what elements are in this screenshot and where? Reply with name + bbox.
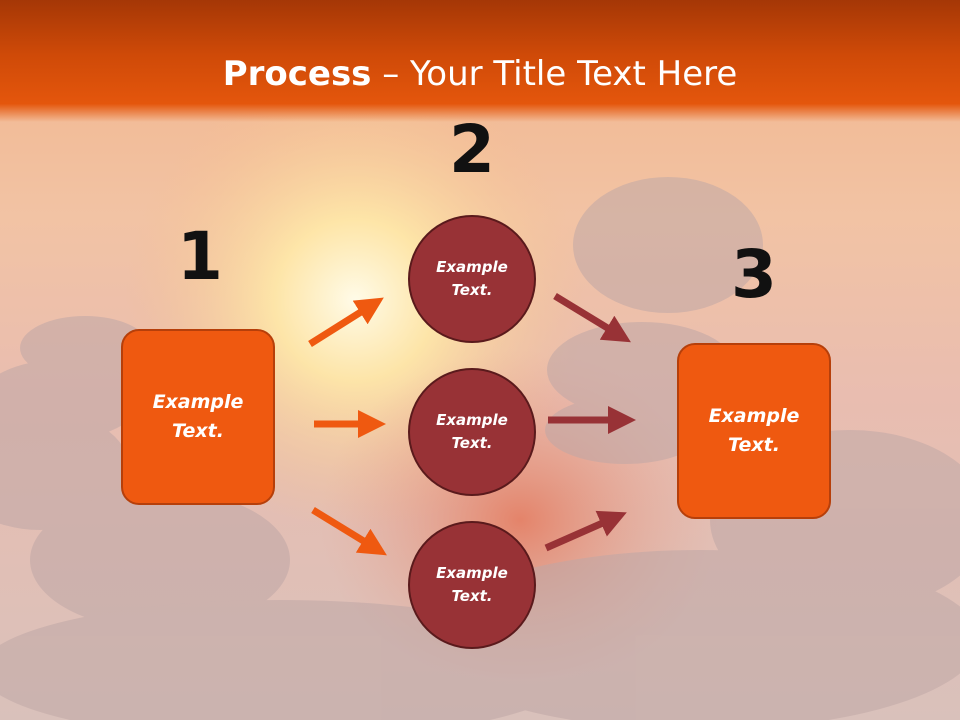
- step-2-top-label: Example Text.: [436, 258, 508, 299]
- step-2-circle-bottom[interactable]: Example Text.: [408, 521, 536, 649]
- arrow-top-to-3: [553, 293, 631, 343]
- arrow-1-to-bottom: [311, 507, 387, 556]
- step-3-label: Example Text.: [708, 405, 800, 456]
- step-1-label: Example Text.: [152, 391, 244, 442]
- arrow-bottom-to-3: [544, 510, 627, 552]
- step-2-middle-label: Example Text.: [436, 411, 508, 452]
- step-3-box[interactable]: Example Text.: [677, 343, 831, 519]
- step-2-bottom-label: Example Text.: [436, 564, 508, 605]
- title-bold: Process: [222, 54, 372, 94]
- title-bar: [0, 0, 960, 122]
- step-2-circle-middle[interactable]: Example Text.: [408, 368, 536, 496]
- title-rest: – Your Title Text Here: [371, 54, 738, 94]
- step-number-1: 1: [177, 218, 223, 295]
- step-1-box[interactable]: Example Text.: [121, 329, 275, 505]
- step-number-3: 3: [731, 236, 777, 313]
- arrow-1-to-top: [308, 297, 384, 347]
- slide-title: Process – Your Title Text Here: [0, 52, 960, 96]
- step-2-circle-top[interactable]: Example Text.: [408, 215, 536, 343]
- step-number-2: 2: [449, 111, 495, 188]
